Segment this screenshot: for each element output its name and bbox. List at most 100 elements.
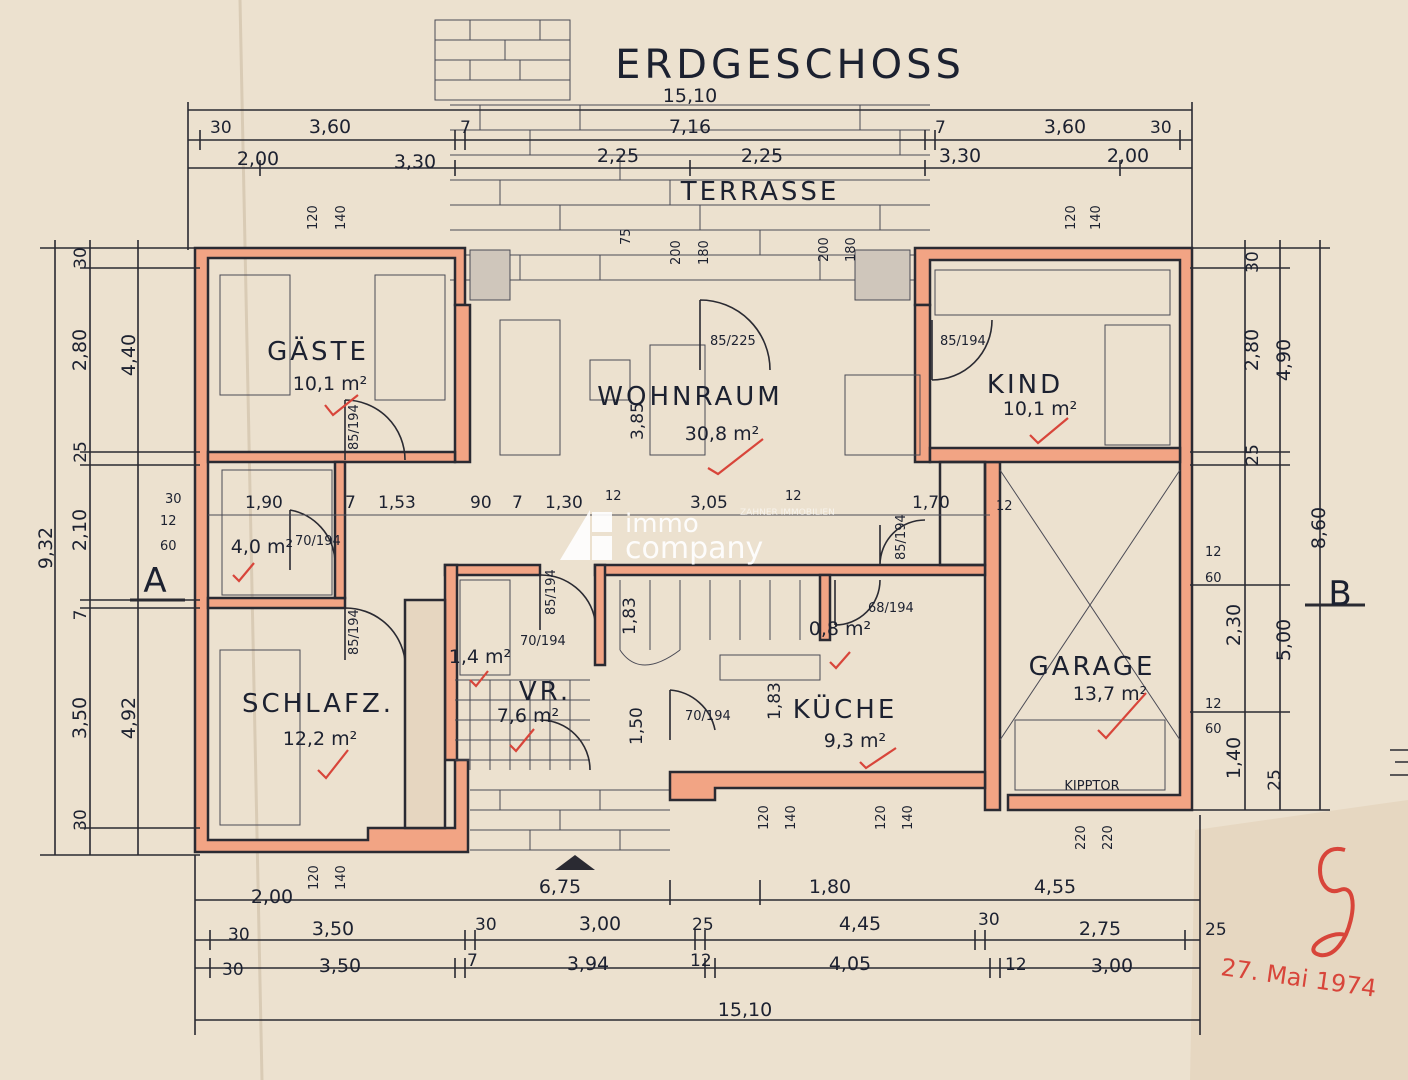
room-name: GÄSTE <box>267 335 369 367</box>
dim-label: 1,30 <box>545 493 583 513</box>
dim-label: 3,30 <box>394 151 436 173</box>
dim-label: 7 <box>460 118 471 138</box>
entrance-arrow-icon <box>555 855 595 870</box>
room-kueche: KÜCHE 9,3 m² <box>793 693 898 752</box>
dim-label: 30 <box>228 925 250 945</box>
room-area: 4,0 m² <box>231 536 293 558</box>
room-area: 30,8 m² <box>685 423 759 445</box>
section-marker-a: A <box>130 561 185 602</box>
dim-label: 5,00 <box>1273 619 1295 661</box>
dim-label: 1,50 <box>627 707 647 745</box>
dim-label: 1,90 <box>245 493 283 513</box>
dim-label: 2,80 <box>1241 329 1263 371</box>
dim-label: 4,40 <box>118 334 140 376</box>
dim-label: 120 <box>874 805 889 830</box>
door-label: 70/194 <box>295 534 341 549</box>
door-label: 85/194 <box>894 514 909 560</box>
dim-label: 25 <box>692 915 714 935</box>
watermark-logo-icon <box>560 510 590 560</box>
dim-label: 75 <box>619 228 634 245</box>
right-mid-dimensions: 4,90 5,00 <box>1273 339 1295 661</box>
watermark-text-1: immo <box>625 509 699 539</box>
section-label-a: A <box>143 561 166 601</box>
room-name: VR. <box>519 677 571 707</box>
plan-title: ERDGESCHOSS <box>615 42 965 88</box>
dim-label: 7,16 <box>669 116 711 138</box>
dim-label: 3,60 <box>1044 116 1086 138</box>
room-area: 12,2 m² <box>283 728 357 750</box>
dim-label: 25 <box>1205 920 1227 940</box>
garage-door-label: KIPPTOR <box>1064 779 1119 794</box>
window-marks: 120 140 120 140 75 200 180 200 180 120 1… <box>306 205 1116 890</box>
dim-label: 3,50 <box>312 918 354 940</box>
watermark: immo company ZAHNER IMMOBILIEN <box>560 508 835 566</box>
dim-label: 2,00 <box>1107 145 1149 167</box>
dim-label: 3,94 <box>567 953 609 975</box>
dim-label: 12 <box>1205 545 1222 560</box>
furnishing-sketch <box>219 249 1181 826</box>
dim-label: 12 <box>996 499 1013 514</box>
watermark-text-2: company <box>625 531 763 566</box>
left-inner-dimensions: 30 2,80 25 2,10 7 3,50 30 <box>69 247 91 831</box>
room-area: 0,8 m² <box>809 618 871 640</box>
dim-label: 30 <box>1243 251 1263 273</box>
top-dimension-row1: 30 3,60 7 7,16 7 3,60 30 <box>210 116 1172 138</box>
dim-label: 140 <box>1089 205 1104 230</box>
room-area: 9,3 m² <box>824 730 886 752</box>
room-bad: 4,0 m² <box>231 536 293 558</box>
room-garage: GARAGE 13,7 m² KIPPTOR <box>1029 652 1156 794</box>
dim-label: 120 <box>307 865 322 890</box>
dim-label: 25 <box>71 441 91 463</box>
dim-label: 2,75 <box>1079 918 1121 940</box>
dim-label: 2,30 <box>1223 604 1245 646</box>
door-label: 68/194 <box>868 601 914 616</box>
dim-label: 7 <box>467 951 478 971</box>
door-swings <box>289 299 993 771</box>
dim-label: 3,00 <box>1091 955 1133 977</box>
room-gaeste: GÄSTE 10,1 m² <box>267 335 369 395</box>
dim-label: 2,00 <box>237 148 279 170</box>
dim-label: 3,30 <box>939 145 981 167</box>
dim-label: 220 <box>1074 825 1089 850</box>
section-marker-b: B <box>1305 574 1365 614</box>
left-outer-dimension: 9,32 <box>35 527 57 569</box>
bottom-dimension-row2: 30 3,50 30 3,00 25 4,45 30 2,75 25 <box>228 910 1227 945</box>
dim-label: 12 <box>605 489 622 504</box>
dim-label: 25 <box>1265 769 1285 791</box>
check-marks <box>232 394 1147 780</box>
dim-label: 7 <box>71 610 91 621</box>
top-total-dimension: 15,10 <box>663 85 717 107</box>
dim-label: 220 <box>1101 825 1116 850</box>
room-area: 10,1 m² <box>293 373 367 395</box>
dim-label: 12 <box>1005 955 1027 975</box>
room-wc: 1,4 m² <box>449 646 511 668</box>
room-area: 7,6 m² <box>497 705 559 727</box>
dim-label: 60 <box>1205 571 1222 586</box>
door-label: 70/194 <box>685 709 731 724</box>
room-name: WOHNRAUM <box>597 382 782 412</box>
dim-label: 12 <box>1205 697 1222 712</box>
dim-label: 140 <box>334 205 349 230</box>
adjacent-drawing-fragment <box>1390 749 1408 776</box>
room-name: GARAGE <box>1029 652 1156 682</box>
dim-label: 3,50 <box>69 697 91 739</box>
bottom-dimension-lines <box>194 815 1201 1035</box>
dim-label: 120 <box>306 205 321 230</box>
dim-label: 1,70 <box>912 493 950 513</box>
dim-label: 12 <box>785 489 802 504</box>
dim-label: 30 <box>210 118 232 138</box>
dim-label: 12 <box>160 514 177 529</box>
dim-label: 1,53 <box>378 493 416 513</box>
dim-label: 60 <box>1205 722 1222 737</box>
left-wall-marks: 30 12 60 <box>160 492 182 554</box>
dim-label: 4,05 <box>829 953 871 975</box>
dim-label: 7 <box>345 493 356 513</box>
room-name: KÜCHE <box>793 693 898 725</box>
dim-label: 12 <box>690 951 712 971</box>
dim-label: 120 <box>1064 205 1079 230</box>
dim-label: 30 <box>222 960 244 980</box>
door-label: 85/194 <box>347 404 362 450</box>
left-mid-dimensions: 4,40 4,92 <box>118 334 140 739</box>
dim-label: 180 <box>844 237 859 262</box>
